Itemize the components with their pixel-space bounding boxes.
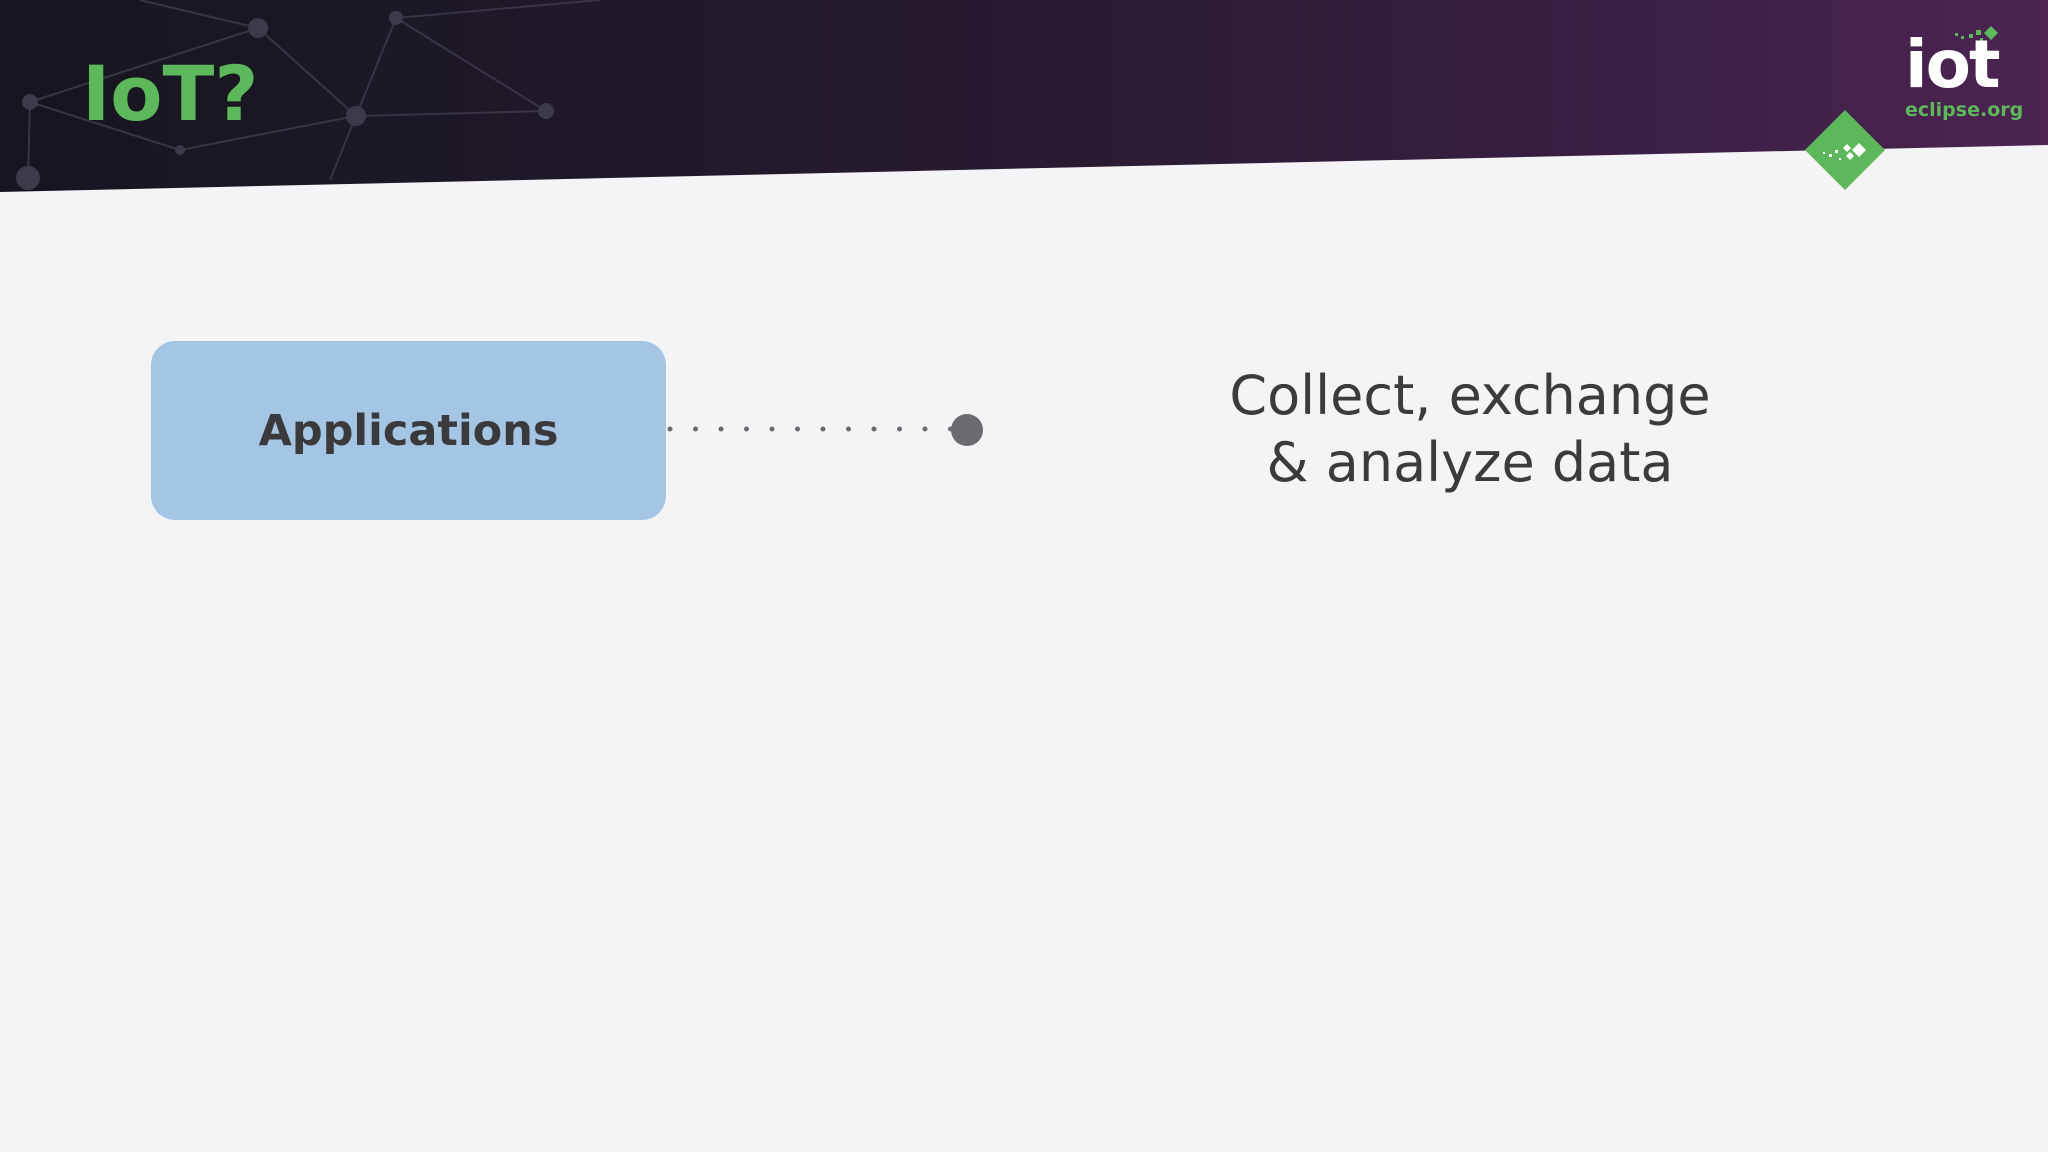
applications-label: Applications: [258, 405, 559, 456]
applications-node: Applications: [151, 341, 666, 520]
header-band: [0, 0, 2048, 192]
description-line-2: & analyze data: [1266, 431, 1674, 494]
description-text: Collect, exchange & analyze data: [1130, 362, 1810, 496]
dot-icon: [951, 414, 983, 446]
logo-domain: eclipse.org: [1905, 99, 2024, 121]
logo-pixel-dots: [1955, 26, 1998, 41]
green-diamond-icon: [1805, 110, 1885, 190]
network-pattern: [27, 0, 601, 181]
network-nodes: [16, 11, 554, 190]
logo-wordmark: iot: [1905, 26, 2001, 103]
description-line-1: Collect, exchange: [1229, 364, 1711, 427]
eclipse-iot-logo: iot eclipse.org: [1795, 24, 2035, 204]
slide-title: IoT?: [82, 49, 259, 138]
